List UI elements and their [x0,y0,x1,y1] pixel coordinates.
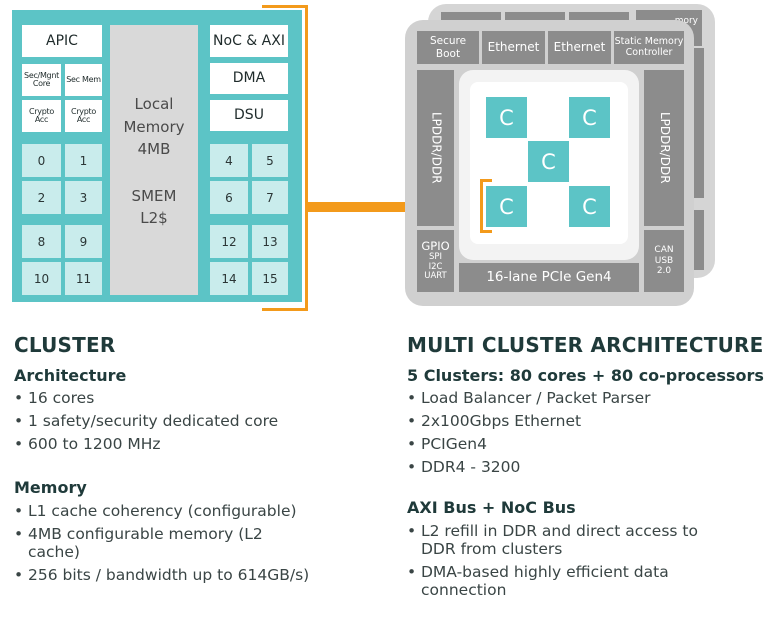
core-block: 14 [210,262,248,295]
bus-heading: AXI Bus + NoC Bus [407,498,576,517]
list-item: L1 cache coherency (configurable) [14,502,314,520]
core-block: 15 [252,262,288,295]
sec-mem-block: Sec Mem [65,64,102,96]
back-block [505,12,565,20]
spi-label: SPI [428,251,443,262]
dma-block: DMA [210,63,288,94]
core-block: 12 [210,225,248,258]
ethernet-block-2: Ethernet [548,31,611,64]
cluster-core-block: C [569,97,610,138]
core-block: 13 [252,225,288,258]
pcie-block: 16-lane PCIe Gen4 [459,263,639,292]
core-block: 8 [22,225,61,258]
cluster-core-block: C [486,97,527,138]
uart-label: UART [424,271,447,282]
dsu-block: DSU [210,100,288,131]
bus-list: L2 refill in DDR and direct access to DD… [407,522,737,604]
back-block [441,12,501,20]
core-block: 0 [22,144,61,177]
smem-label: SMEM L2$ [131,186,177,228]
cluster-core-block: C [569,186,610,227]
can-label: CAN [654,245,674,256]
usb-label: USB [654,255,674,266]
cluster-core-block: C [486,186,527,227]
crypto-acc-block-2: Crypto Acc [65,100,102,132]
list-item: PCIGen4 [407,435,752,453]
lpddr-block-left: LPDDR/DDR [417,70,454,226]
core-bracket [480,179,492,233]
clusters-list: Load Balancer / Packet Parser 2x100Gbps … [407,389,752,481]
static-memory-controller-block: Static Memory Controller [614,31,684,64]
clusters-heading: 5 Clusters: 80 cores + 80 co-processors [407,366,764,385]
gpio-label: GPIO [421,238,450,253]
usb-version-label: 2.0 [656,266,672,277]
noc-axi-block: NoC & AXI [210,25,288,57]
local-memory-label: Local Memory 4MB [123,95,185,158]
crypto-acc-block-1: Crypto Acc [22,100,61,132]
memory-heading: Memory [14,478,87,497]
lpddr-label: LPDDR/DDR [429,112,444,184]
ethernet-block-1: Ethernet [482,31,545,64]
core-block: 3 [65,181,102,214]
list-item: DMA-based highly efficient data connecti… [407,563,737,599]
architecture-list: 16 cores 1 safety/security dedicated cor… [14,389,314,458]
apic-block: APIC [22,25,102,57]
gpio-block: GPIO SPI I2C UART [417,230,454,292]
list-item: 600 to 1200 MHz [14,435,314,453]
sec-mgmt-core-block: Sec/Mgnt Core [22,64,61,96]
cluster-bracket [262,5,308,311]
cluster-title: CLUSTER [14,333,116,357]
core-block: 1 [65,144,102,177]
core-block: 9 [65,225,102,258]
local-memory-block: Local Memory 4MB SMEM L2$ [110,25,198,295]
core-block: 5 [252,144,288,177]
core-block: 6 [210,181,248,214]
i2c-label: I2C [428,261,443,272]
core-block: 2 [22,181,61,214]
list-item: Load Balancer / Packet Parser [407,389,752,407]
back-block [569,12,629,20]
multi-cluster-title: MULTI CLUSTER ARCHITECTURE [407,333,764,357]
can-usb-block: CAN USB 2.0 [644,230,684,292]
list-item: L2 refill in DDR and direct access to DD… [407,522,737,558]
architecture-heading: Architecture [14,366,127,385]
list-item: DDR4 - 3200 [407,458,752,476]
lpddr-block-right: LPDDR/DDR [644,70,684,226]
list-item: 4MB configurable memory (L2 cache) [14,525,314,561]
core-block: 10 [22,262,61,295]
memory-list: L1 cache coherency (configurable) 4MB co… [14,502,314,589]
cluster-core-block: C [528,141,569,182]
core-block: 4 [210,144,248,177]
secure-boot-block: Secure Boot [417,31,479,64]
list-item: 1 safety/security dedicated core [14,412,314,430]
core-block: 11 [65,262,102,295]
list-item: 2x100Gbps Ethernet [407,412,752,430]
core-block: 7 [252,181,288,214]
list-item: 256 bits / bandwidth up to 614GB/s) [14,566,314,584]
lpddr-label: LPDDR/DDR [657,112,672,184]
list-item: 16 cores [14,389,314,407]
